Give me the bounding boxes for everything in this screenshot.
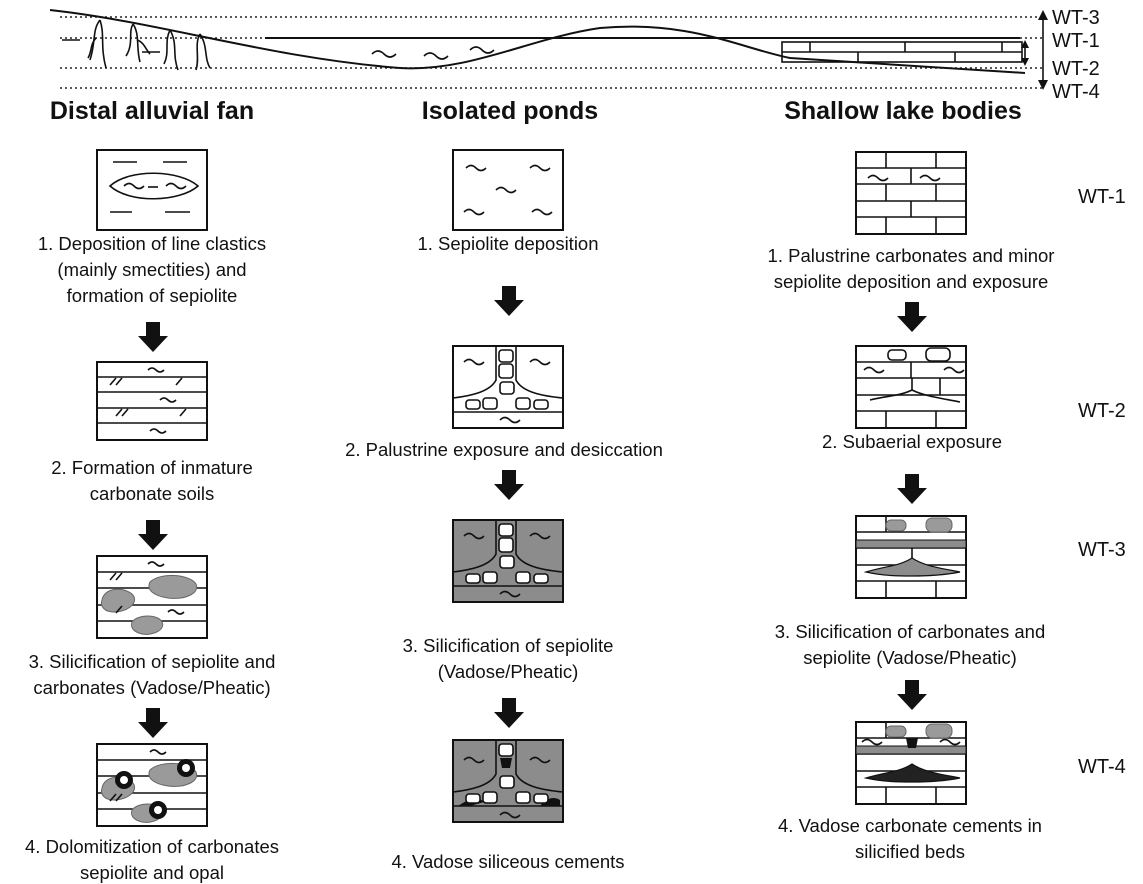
wt3-top-label: WT-3 <box>1052 7 1100 29</box>
pond-step-4-block <box>452 739 564 823</box>
pond-step-1-block <box>452 149 564 231</box>
silica-nodule-bottom <box>131 615 164 635</box>
pond-step-1-line-1: 1. Sepiolite deposition <box>417 233 598 254</box>
lake-step-3-line-1: 3. Silicification of carbonates and <box>775 621 1045 642</box>
lake-step-1-line-2: sepiolite deposition and exposure <box>774 271 1049 292</box>
heading-shallow-lake: Shallow lake bodies <box>784 97 1022 125</box>
lake-arrow-1 <box>897 302 927 332</box>
wt4-top-label: WT-4 <box>1052 81 1100 103</box>
alluvial-arrow-3 <box>138 708 168 738</box>
cross-section: WT-3 WT-1 WT-2 WT-4 <box>49 7 1100 103</box>
alluvial-step-1-block <box>96 149 208 231</box>
lake-step-2-line-1: 2. Subaerial exposure <box>822 431 1002 452</box>
lake-step-4-line-2: silicified beds <box>855 841 965 862</box>
alluvial-step-2-block <box>96 361 208 441</box>
pond-arrow-1 <box>494 286 524 316</box>
pond-step-2-block <box>452 345 564 429</box>
pond-arrow-2 <box>494 470 524 500</box>
lake-step-4-block <box>855 721 967 805</box>
water-table-range-arrows <box>1021 10 1048 90</box>
heading-alluvial-fan: Distal alluvial fan <box>50 97 254 125</box>
lake-step-1-line-1: 1. Palustrine carbonates and minor <box>768 245 1055 266</box>
pond-step-3-line-2: (Vadose/Pheatic) <box>438 661 579 682</box>
wt1-row-label: WT-1 <box>1078 186 1126 208</box>
lake-step-4-line-1: 4. Vadose carbonate cements in <box>778 815 1042 836</box>
wt2-top-label: WT-2 <box>1052 58 1100 80</box>
alluvial-arrow-1 <box>138 322 168 352</box>
alluvial-step-2-line-1: 2. Formation of inmature <box>51 457 253 478</box>
silica-nodule-right <box>148 575 198 599</box>
pond-step-3-line-1: 3. Silicification of sepiolite <box>403 635 614 656</box>
wt1-top-label: WT-1 <box>1052 30 1100 52</box>
alluvial-step-4-block <box>96 743 208 827</box>
lake-arrow-3 <box>897 680 927 710</box>
lake-arrow-2 <box>897 474 927 504</box>
wt4-row-label: WT-4 <box>1078 756 1126 778</box>
pond-sepiolite-symbols <box>371 46 495 60</box>
pond-step-3-block <box>452 519 564 603</box>
lake-step-2-block <box>855 345 967 429</box>
pond-step-2-line-1: 2. Palustrine exposure and desiccation <box>345 439 663 460</box>
alluvial-arrow-2 <box>138 520 168 550</box>
pond-arrow-3 <box>494 698 524 728</box>
wt2-row-label: WT-2 <box>1078 400 1126 422</box>
alluvial-step-1-line-3: formation of sepiolite <box>67 285 238 306</box>
alluvial-step-4-line-2: sepiolite and opal <box>80 862 224 883</box>
silica-nodule-left <box>101 588 136 613</box>
lake-carbonate-bricks <box>781 41 1023 63</box>
topographic-profile <box>49 9 1026 74</box>
wt3-row-label: WT-3 <box>1078 539 1126 561</box>
alluvial-step-2-line-2: carbonate soils <box>90 483 214 504</box>
alluvial-step-1-line-1: 1. Deposition of line clastics <box>38 233 266 254</box>
alluvial-step-3-line-2: carbonates (Vadose/Pheatic) <box>33 677 270 698</box>
lake-step-3-line-2: sepiolite (Vadose/Pheatic) <box>803 647 1017 668</box>
pond-step-4-line-1: 4. Vadose siliceous cements <box>391 851 624 872</box>
lake-step-1-block <box>855 151 967 235</box>
roots-symbol <box>62 19 211 71</box>
lake-step-3-block <box>855 515 967 599</box>
heading-isolated-ponds: Isolated ponds <box>422 97 598 125</box>
alluvial-step-4-line-1: 4. Dolomitization of carbonates <box>25 836 279 857</box>
alluvial-step-3-block <box>96 555 208 639</box>
alluvial-step-1-line-2: (mainly smectities) and <box>57 259 246 280</box>
alluvial-step-3-line-1: 3. Silicification of sepiolite and <box>29 651 276 672</box>
